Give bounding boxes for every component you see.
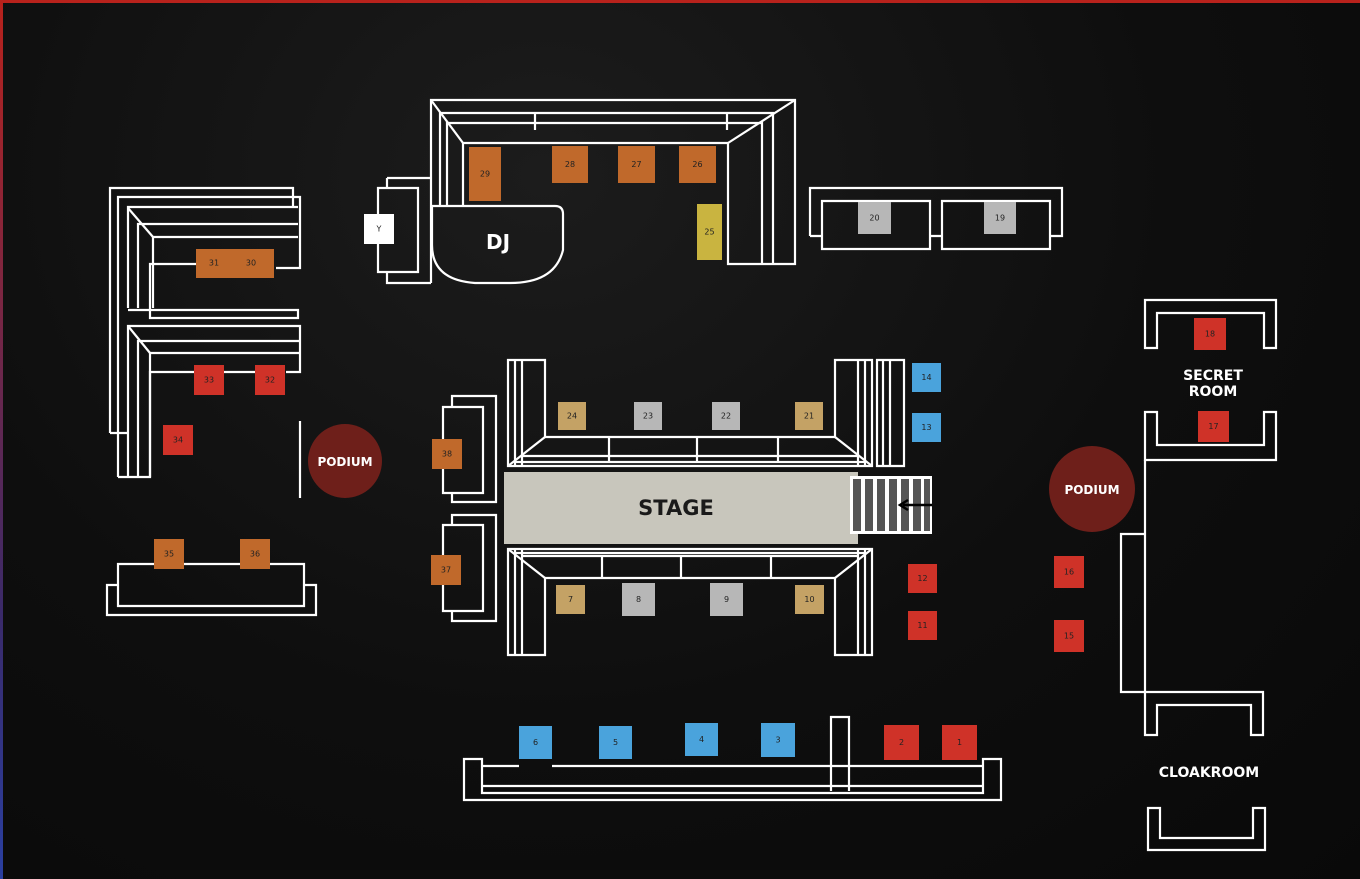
table-10[interactable]: [795, 585, 824, 614]
table-31-30[interactable]: [196, 249, 274, 278]
podium-right-label: PODIUM: [1064, 483, 1119, 497]
table-label: 36: [250, 550, 260, 559]
table-12[interactable]: [908, 564, 937, 593]
table-22[interactable]: [712, 402, 740, 430]
table-label: 9: [724, 595, 729, 604]
table-37[interactable]: [431, 555, 461, 585]
stage: [504, 472, 858, 544]
left-accent-edge: [0, 0, 3, 879]
table-35[interactable]: [154, 539, 184, 569]
table-label: 12: [917, 574, 927, 583]
booth-outlines: [105, 98, 1278, 852]
table-21[interactable]: [795, 402, 823, 430]
table-label: 24: [567, 412, 577, 421]
table-25[interactable]: [697, 204, 722, 260]
table-label: 19: [995, 214, 1005, 223]
table-23[interactable]: [634, 402, 662, 430]
table-label: 15: [1064, 632, 1074, 641]
table-label: 28: [565, 160, 575, 169]
stage-label: STAGE: [638, 496, 714, 520]
table-label: 33: [204, 376, 214, 385]
table-label: 31: [209, 259, 219, 268]
table-8[interactable]: [622, 583, 655, 616]
table-24[interactable]: [558, 402, 586, 430]
secret-room-label-line1: SECRET: [1183, 368, 1243, 384]
table-label: 23: [643, 412, 653, 421]
table-label: 29: [480, 170, 490, 179]
podium-right[interactable]: [1049, 446, 1135, 532]
podium-left[interactable]: [308, 424, 382, 498]
arrow-left-icon: [897, 498, 932, 512]
table-11[interactable]: [908, 611, 937, 640]
table-1[interactable]: [942, 725, 977, 760]
table-36[interactable]: [240, 539, 270, 569]
table-20[interactable]: [858, 202, 891, 234]
table-label: 34: [173, 436, 183, 445]
table-6[interactable]: [519, 726, 552, 759]
table-label: 27: [631, 160, 641, 169]
table-label: 25: [704, 228, 714, 237]
table-4[interactable]: [685, 723, 718, 756]
cloakroom-label: CLOAKROOM: [1159, 765, 1259, 781]
table-label: 21: [804, 412, 814, 421]
table-17[interactable]: [1198, 411, 1229, 442]
table-label: 30: [246, 259, 256, 268]
table-7[interactable]: [556, 585, 585, 614]
table-label: 17: [1208, 422, 1218, 431]
table-label: 16: [1064, 568, 1074, 577]
table-28[interactable]: [552, 146, 588, 183]
dj-label: DJ: [486, 230, 510, 254]
table-label: 26: [692, 160, 702, 169]
table-label: 20: [869, 214, 879, 223]
table-label: 10: [804, 595, 814, 604]
table-3[interactable]: [761, 723, 795, 757]
table-27[interactable]: [618, 146, 655, 183]
table-label: 32: [265, 376, 275, 385]
table-label: 22: [721, 412, 731, 421]
table-label: 3: [775, 736, 780, 745]
table-19[interactable]: [984, 202, 1016, 234]
table-label: 7: [568, 595, 573, 604]
table-9[interactable]: [710, 583, 743, 616]
table-label: 6: [533, 738, 538, 747]
top-accent-bar: [0, 0, 1360, 3]
table-15[interactable]: [1054, 620, 1084, 652]
table-label: Y: [376, 225, 382, 234]
table-33[interactable]: [194, 365, 224, 395]
table-label: 14: [921, 373, 931, 382]
table-label: 18: [1205, 330, 1215, 339]
table-label: 13: [921, 423, 931, 432]
table-label: 5: [613, 738, 618, 747]
secret-room-label-line2: ROOM: [1189, 384, 1238, 400]
table-y[interactable]: [364, 214, 394, 244]
table-label: 8: [636, 595, 641, 604]
table-32[interactable]: [255, 365, 285, 395]
table-16[interactable]: [1054, 556, 1084, 588]
table-label: 37: [441, 566, 451, 575]
table-34[interactable]: [163, 425, 193, 455]
table-label: 1: [957, 738, 962, 747]
table-2[interactable]: [884, 725, 919, 760]
table-label: 4: [699, 735, 704, 744]
table-26[interactable]: [679, 146, 716, 183]
table-29[interactable]: [469, 147, 501, 201]
table-label: 35: [164, 550, 174, 559]
table-label: 38: [442, 450, 452, 459]
table-18[interactable]: [1194, 318, 1226, 350]
table-5[interactable]: [599, 726, 632, 759]
table-38[interactable]: [432, 439, 462, 469]
table-label: 2: [899, 738, 904, 747]
table-13[interactable]: [912, 413, 941, 442]
table-14[interactable]: [912, 363, 941, 392]
podium-left-label: PODIUM: [317, 455, 372, 469]
table-label: 11: [917, 621, 927, 630]
